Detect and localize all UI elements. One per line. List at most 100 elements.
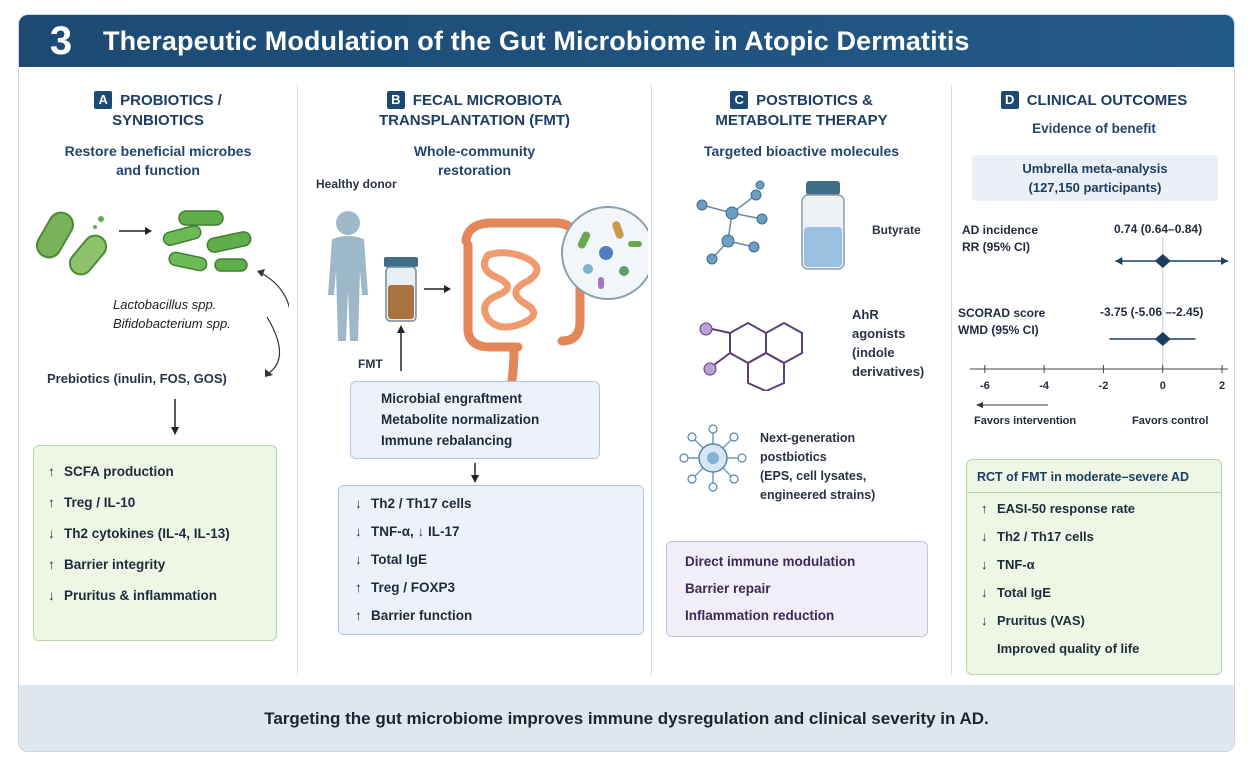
ci-arrow: [1115, 257, 1123, 265]
person-icon: [328, 211, 368, 341]
panel-a-title: A PROBIOTICS / SYNBIOTICS: [19, 91, 297, 131]
next-gen-postbiotics-label: Next-generation postbiotics (EPS, cell l…: [760, 431, 876, 502]
figure-number: 3: [49, 18, 73, 63]
point-estimate: [1154, 332, 1171, 346]
rct-box: RCT of FMT in moderate–severe AD ↑EASI-5…: [966, 459, 1222, 675]
arrow-right-icon: [119, 227, 152, 235]
ci-arrow: [1221, 257, 1228, 265]
title-banner: 3 Therapeutic Modulation of the Gut Micr…: [19, 15, 1234, 67]
panel-c-title: C POSTBIOTICS & METABOLITE THERAPY: [652, 91, 951, 131]
butyrate-label: Butyrate: [872, 223, 921, 237]
effect-row: ↑Barrier integrity: [48, 557, 166, 572]
effect-row: Inflammation reduction: [685, 608, 835, 623]
panel-a-title-line2: SYNBIOTICS: [112, 112, 204, 129]
species-lactobacillus: Lactobacillus spp.: [113, 297, 217, 312]
microbiota-zoom-icon: [561, 206, 648, 300]
panel-b-subtitle: Whole-community restoration: [298, 142, 651, 180]
column-divider: [297, 85, 298, 675]
bacteria-illustration: [36, 210, 289, 377]
butyrate-vial-icon: [801, 181, 845, 270]
column-divider: [951, 85, 952, 675]
rct-title: RCT of FMT in moderate–severe AD: [967, 460, 1221, 493]
panel-c-title-line2: METABOLITE THERAPY: [715, 112, 888, 129]
arrow-down-icon: [171, 399, 179, 435]
panel-b-title-line1: FECAL MICROBIOTA: [412, 92, 563, 109]
favors-intervention-label: Favors intervention: [974, 415, 1077, 427]
molecule-icon: [696, 180, 768, 265]
point-estimate: [1154, 254, 1171, 268]
panel-postbiotics: C POSTBIOTICS & METABOLITE THERAPY Target…: [652, 67, 951, 677]
summary-footer: Targeting the gut microbiome improves im…: [19, 685, 1234, 751]
feedback-arrow: [266, 316, 281, 374]
effect-row: ↑Treg / FOXP3: [355, 580, 456, 595]
arrow-down-icon: [471, 463, 479, 483]
ahr-agonists-label: AhR agonists (indole derivatives): [852, 307, 925, 379]
x-tick-label: -6: [980, 380, 990, 392]
forest-row-label: AD incidence RR (95% CI): [962, 223, 1039, 254]
effect-row: ↓Th2 cytokines (IL-4, IL-13): [48, 526, 230, 541]
x-tick-label: -2: [1099, 380, 1109, 392]
mechanism-item: Microbial engraftment: [381, 391, 523, 406]
mechanism-item: Metabolite normalization: [381, 412, 540, 427]
panel-clinical-outcomes: D CLINICAL OUTCOMES Evidence of benefit U…: [952, 67, 1234, 677]
effect-row: ↑SCFA production: [48, 464, 174, 479]
prebiotics-label: Prebiotics (inulin, FOS, GOS): [47, 371, 227, 386]
effect-row: ↓Total IgE: [355, 552, 427, 567]
effect-row: ↓Total IgE: [981, 585, 1051, 600]
panel-letter: B: [386, 91, 405, 109]
effect-row: Improved quality of life: [997, 641, 1140, 656]
postbiotics-effects-box: Direct immune modulation Barrier repair …: [666, 541, 928, 637]
panel-letter: C: [730, 91, 749, 109]
effect-row: ↑EASI-50 response rate: [981, 501, 1136, 516]
effect-row: ↓TNF-α: [981, 557, 1035, 572]
species-labels: Lactobacillus spp. Bifidobacterium spp.: [113, 295, 231, 333]
fmt-illustration: [328, 206, 648, 391]
panel-probiotics: A PROBIOTICS / SYNBIOTICS Restore benefic…: [19, 67, 297, 677]
panel-c-title-line1: POSTBIOTICS &: [756, 92, 873, 109]
capsule-icon: [36, 211, 108, 276]
panel-letter: D: [1000, 91, 1019, 109]
effect-row: ↓TNF-α, ↓ IL-17: [355, 524, 460, 539]
panel-d-title-line1: CLINICAL OUTCOMES: [1026, 92, 1188, 109]
panel-b-sub-line2: restoration: [437, 162, 512, 178]
effect-row: ↓Th2 / Th17 cells: [981, 529, 1094, 544]
forest-plot: -6 -4 -2 0 2: [970, 237, 1228, 408]
summary-text: Targeting the gut microbiome improves im…: [264, 709, 989, 728]
effect-row: ↓Th2 / Th17 cells: [355, 496, 472, 511]
forest-estimate: -3.75 (-5.06 –-2.45): [1100, 305, 1204, 319]
probiotic-bacteria-icon: [162, 210, 252, 272]
postbiotic-particle-icon: [679, 424, 747, 492]
fmt-label: FMT: [358, 357, 383, 371]
healthy-donor-label: Healthy donor: [316, 177, 397, 191]
panel-d-title: D CLINICAL OUTCOMES: [952, 91, 1234, 111]
probiotics-effects-box: ↑SCFA production ↑Treg / IL-10 ↓Th2 cyto…: [33, 445, 277, 641]
figure-title: Therapeutic Modulation of the Gut Microb…: [103, 25, 970, 56]
panel-a-title-line1: PROBIOTICS /: [120, 92, 222, 109]
column-divider: [651, 85, 652, 675]
x-tick-label: 0: [1160, 380, 1166, 392]
effect-row: Direct immune modulation: [685, 554, 856, 569]
effect-row: ↓Pruritus & inflammation: [48, 588, 218, 603]
panel-c-subtitle: Targeted bioactive molecules: [703, 143, 900, 159]
x-tick-label: -4: [1039, 380, 1050, 392]
infographic-frame: 3 Therapeutic Modulation of the Gut Micr…: [18, 14, 1235, 752]
forest-row-label: SCORAD score WMD (95% CI): [958, 306, 1046, 337]
panel-a-sub-line1: Restore beneficial microbes: [64, 143, 252, 159]
stool-jar-icon: [384, 257, 418, 322]
panel-a-subtitle: Restore beneficial microbes and function: [19, 142, 297, 180]
fmt-effects-box: ↓Th2 / Th17 cells ↓TNF-α, ↓ IL-17 ↓Total…: [338, 485, 644, 635]
effect-row: ↓Pruritus (VAS): [981, 613, 1085, 628]
forest-estimate: 0.74 (0.64–0.84): [1114, 222, 1203, 236]
effect-row: ↑Treg / IL-10: [48, 495, 136, 510]
panel-letter: A: [94, 91, 113, 109]
indole-molecule-icon: [699, 321, 803, 391]
panel-d-subtitle: Evidence of benefit: [1032, 121, 1156, 136]
panel-b-sub-line1: Whole-community: [413, 143, 536, 159]
mechanism-item: Immune rebalancing: [381, 433, 513, 448]
panel-a-sub-line2: and function: [116, 162, 200, 178]
umbrella-meta-analysis-box: Umbrella meta-analysis (127,150 particip…: [972, 155, 1218, 201]
x-tick-label: 2: [1219, 380, 1225, 392]
mechanisms-box: Microbial engraftment Metabolite normali…: [350, 381, 600, 459]
